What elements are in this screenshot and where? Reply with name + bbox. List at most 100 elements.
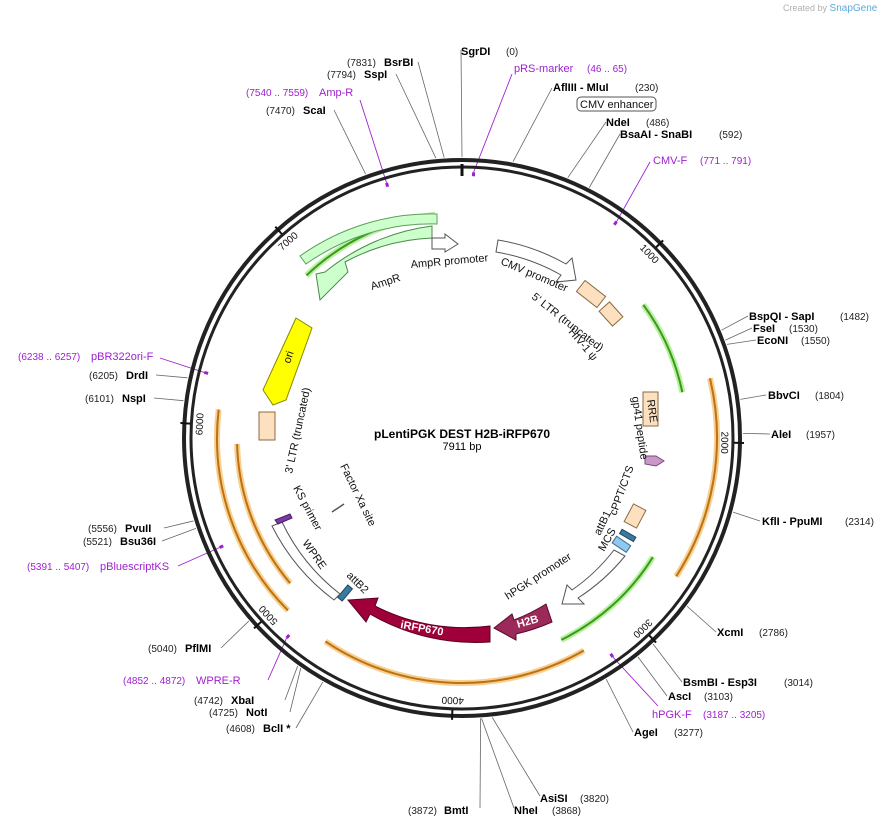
enzyme-alei-pos: (1957) xyxy=(806,430,835,441)
enzyme-nspi: NspI xyxy=(122,393,146,405)
enzyme-leader xyxy=(740,394,767,400)
enzyme-econi-pos: (1550) xyxy=(801,336,830,347)
orf-track xyxy=(236,443,291,584)
ampr-promoter-feature[interactable] xyxy=(431,232,459,253)
tick-label: 2000 xyxy=(718,431,729,454)
primer-leader xyxy=(359,99,387,184)
enzyme-pflmi-pos: (5040) xyxy=(148,644,177,655)
enzyme-bmti: BmtI xyxy=(444,805,468,817)
orf-track xyxy=(324,640,585,684)
hpgk-promoter-feature[interactable] xyxy=(561,549,626,605)
rre-feature[interactable] xyxy=(642,391,659,427)
primer-cmv-f-range: (771 .. 791) xyxy=(700,156,751,167)
enzyme-asci-pos: (3103) xyxy=(704,692,733,703)
primer-mark xyxy=(609,652,615,658)
primer-mark xyxy=(613,220,618,226)
enzyme-agei-pos: (3277) xyxy=(674,728,703,739)
attb2-feature[interactable] xyxy=(336,584,354,602)
tick-mark xyxy=(253,620,263,630)
enzyme-leader xyxy=(333,109,366,175)
enzyme-leader xyxy=(686,605,717,633)
factor-xa-feature[interactable] xyxy=(331,503,345,513)
enzyme-asisi-pos: (3820) xyxy=(580,794,609,805)
cppt-feature[interactable] xyxy=(623,503,647,529)
enzyme-fsei: FseI xyxy=(753,323,775,335)
enzyme-ndei: NdeI xyxy=(606,117,630,129)
primer-hpgk-f: hPGK-F xyxy=(652,709,692,721)
primer-leader xyxy=(159,357,205,373)
enzyme-leader xyxy=(512,87,553,162)
enzyme-bsaai-pos: (592) xyxy=(719,130,742,141)
primer-leader xyxy=(267,637,288,681)
enzyme-leader xyxy=(417,61,445,158)
primer-leader xyxy=(612,656,659,707)
ks-primer-feature[interactable] xyxy=(274,513,293,525)
ltr5-feature[interactable] xyxy=(575,279,607,309)
primer-mark xyxy=(203,370,209,375)
enzyme-bspqi: BspQI - SapI xyxy=(749,311,814,323)
primer-amp-r-range: (7540 .. 7559) xyxy=(246,88,308,99)
enzyme-leader xyxy=(460,49,463,158)
ltr3-feature[interactable] xyxy=(258,411,276,441)
enzyme-sspi-pos: (7794) xyxy=(327,70,356,81)
tick-label: 4000 xyxy=(441,694,464,706)
irfp-feature[interactable] xyxy=(346,597,491,643)
ampr-feature[interactable] xyxy=(299,213,438,265)
primer-hpgk-f-range: (3187 .. 3205) xyxy=(703,710,765,721)
hiv-psi-feature[interactable] xyxy=(598,301,624,327)
orf-track xyxy=(642,304,684,393)
enzyme-leader xyxy=(605,678,634,733)
primer-pbluescriptks-range: (5391 .. 5407) xyxy=(27,562,89,573)
wpre-feature[interactable] xyxy=(271,521,341,601)
ampr-big-arrow[interactable] xyxy=(315,225,433,302)
cmv-promoter-feature[interactable] xyxy=(495,239,577,283)
orf-track xyxy=(560,556,654,641)
enzyme-bsmbi: BsmBI - Esp3I xyxy=(683,677,757,689)
cmv-enhancer-label: CMV enhancer xyxy=(580,99,654,111)
enzyme-pvuii: PvuII xyxy=(125,523,151,535)
enzyme-afliii-pos: (230) xyxy=(635,83,658,94)
enzyme-bbvci-pos: (1804) xyxy=(815,391,844,402)
enzyme-nhei-pos: (3868) xyxy=(552,806,581,817)
cmv-enhancer-box xyxy=(576,96,657,112)
enzyme-asci: AscI xyxy=(668,691,691,703)
mcs-feature[interactable] xyxy=(611,535,632,554)
primer-pbr322ori-f-range: (6238 .. 6257) xyxy=(18,352,80,363)
gp41-feature[interactable] xyxy=(644,455,665,467)
h2b-label: H2B xyxy=(516,613,541,631)
enzyme-leader xyxy=(588,133,621,188)
enzyme-leader xyxy=(295,681,324,729)
enzyme-sgrdi: SgrDI xyxy=(461,46,490,58)
enzyme-bsu36i: Bsu36I xyxy=(120,536,156,548)
primer-leader xyxy=(473,73,513,173)
enzyme-bsrbi-pos: (7831) xyxy=(347,58,376,69)
tick-mark xyxy=(180,422,191,425)
enzyme-leader xyxy=(479,718,482,809)
enzyme-leader xyxy=(742,432,771,435)
enzyme-leader xyxy=(155,374,188,379)
h2b-feature[interactable] xyxy=(493,603,553,641)
enzyme-econi: EcoNI xyxy=(757,335,788,347)
ampr-promoter-label: AmpR promoter xyxy=(410,252,489,271)
ori-label: ori xyxy=(281,350,296,365)
enzyme-xbai: XbaI xyxy=(231,695,254,707)
primer-leader xyxy=(177,547,220,567)
enzyme-drdi-pos: (6205) xyxy=(89,371,118,382)
enzyme-bcli: BclI * xyxy=(263,723,291,735)
enzyme-asisi: AsiSI xyxy=(540,793,568,805)
orf-track xyxy=(216,409,289,612)
feature-labels: AmpR AmpR promoter ori 3' LTR (truncated… xyxy=(281,99,659,638)
enzyme-leader xyxy=(289,668,302,713)
enzyme-nspi-pos: (6101) xyxy=(85,394,114,405)
enzyme-bbvci: BbvCI xyxy=(768,390,800,402)
primer-pbluescriptks: pBluescriptKS xyxy=(100,561,169,573)
ori-feature[interactable] xyxy=(262,317,313,406)
attb1-feature[interactable] xyxy=(618,528,637,543)
orf-track-glow xyxy=(640,303,686,393)
enzyme-xcmi-pos: (2786) xyxy=(759,628,788,639)
tick-mark xyxy=(274,225,283,235)
factor-xa-label: Factor Xa site xyxy=(337,462,378,528)
orf-track-glow xyxy=(234,443,293,586)
